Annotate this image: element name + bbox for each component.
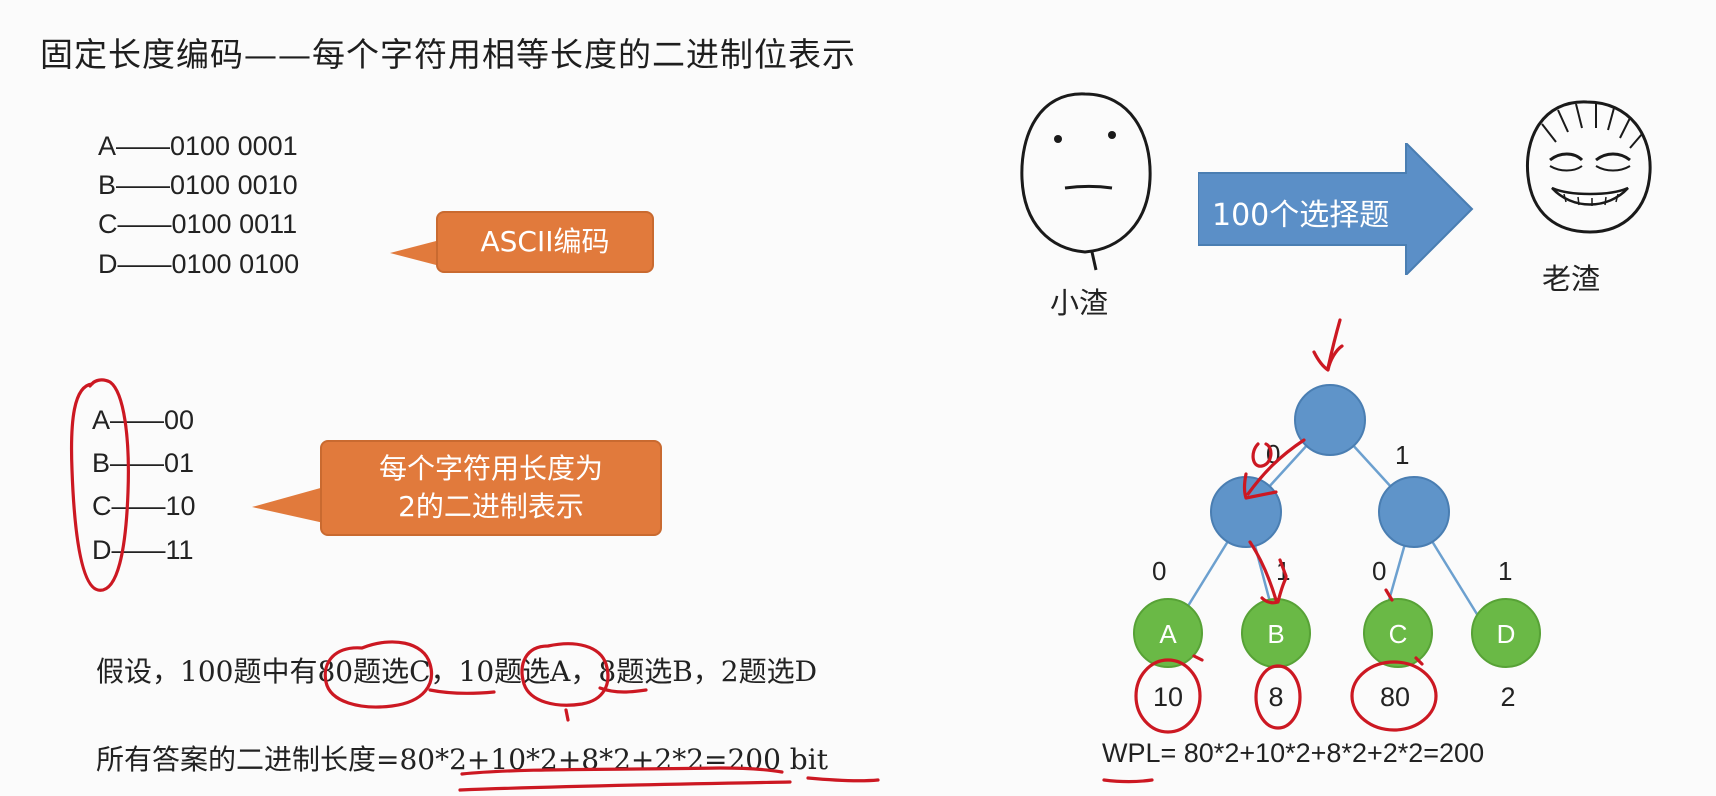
short-code-d: D——11 xyxy=(92,535,194,565)
assumption-prefix: 假设，100题中有 xyxy=(96,655,318,688)
xiaozha-face-icon xyxy=(1020,92,1152,271)
leaf-node-d xyxy=(1471,598,1541,668)
ascii-code-b: B——0100 0010 xyxy=(98,170,298,200)
assumption-a-count: 10题选 xyxy=(458,655,551,688)
tree-diagram: A B C D 0 1 0 1 0 1 10 8 80 2 WPL= 80*2+… xyxy=(1102,384,1541,768)
page-title: 固定长度编码——每个字符用相等长度的二进制位表示 xyxy=(40,35,856,74)
leaf-label-d: D xyxy=(1497,619,1516,649)
assumption-line: 假设，100题中有80题选C，10题选A，8题选B，2题选D xyxy=(96,650,817,690)
ascii-callout: ASCII编码 xyxy=(436,211,654,273)
story-arrow-label: 100个选择题 xyxy=(1212,198,1390,233)
assumption-c-label: C， xyxy=(409,655,459,688)
length-callout-pointer xyxy=(252,487,324,523)
length-callout-line1: 每个字符用长度为 xyxy=(378,452,603,486)
short-code-c: C——10 xyxy=(92,491,196,521)
length-line: 所有答案的二进制长度=80*2+10*2+8*2+2*2=200 bit xyxy=(96,738,828,778)
laozha-label: 老渣 xyxy=(1542,262,1601,296)
edge-label-root-left: 0 xyxy=(1266,439,1280,469)
ascii-code-c: C——0100 0011 xyxy=(98,209,298,239)
assumption-rest: A，8题选B，2题选D xyxy=(550,655,818,688)
length-formula: =80*2+10*2+8*2+2*2=200 bit xyxy=(376,743,828,776)
edge-label-left-b: 1 xyxy=(1276,556,1290,586)
tree-right-node xyxy=(1378,476,1450,548)
length-callout-line2: 2的二进制表示 xyxy=(398,490,584,523)
leaf-label-b: B xyxy=(1267,619,1284,649)
ascii-code-d: D——0100 0100 xyxy=(98,249,300,279)
edge-label-left-a: 0 xyxy=(1152,556,1166,586)
short-code-b: B——01 xyxy=(92,448,195,478)
short-code-a: A——00 xyxy=(92,405,195,435)
leaf-label-c: C xyxy=(1389,619,1408,649)
tree-left-node xyxy=(1210,476,1282,548)
laozha-face-icon xyxy=(1525,100,1652,234)
edge-label-right-c: 0 xyxy=(1372,556,1386,586)
edge-label-root-right: 1 xyxy=(1395,440,1409,470)
length-label: 所有答案的二进制长度 xyxy=(96,743,377,776)
wpl-formula: WPL= 80*2+10*2+8*2+2*2=200 xyxy=(1102,738,1484,768)
length-callout: 每个字符用长度为 2的二进制表示 xyxy=(320,440,662,536)
ascii-code-a: A——0100 0001 xyxy=(98,131,298,161)
leaf-weight-c: 80 xyxy=(1380,682,1410,712)
story-arrow-icon xyxy=(1198,143,1474,275)
ascii-callout-pointer xyxy=(390,240,440,266)
xiaozha-label: 小渣 xyxy=(1050,286,1109,320)
tree-root-node xyxy=(1294,384,1366,456)
leaf-weight-d: 2 xyxy=(1500,682,1515,712)
leaf-weight-b: 8 xyxy=(1268,682,1283,712)
assumption-c-count: 80题选 xyxy=(317,655,410,688)
edge-label-right-d: 1 xyxy=(1498,556,1512,586)
leaf-label-a: A xyxy=(1159,619,1177,649)
leaf-weight-a: 10 xyxy=(1153,682,1183,712)
